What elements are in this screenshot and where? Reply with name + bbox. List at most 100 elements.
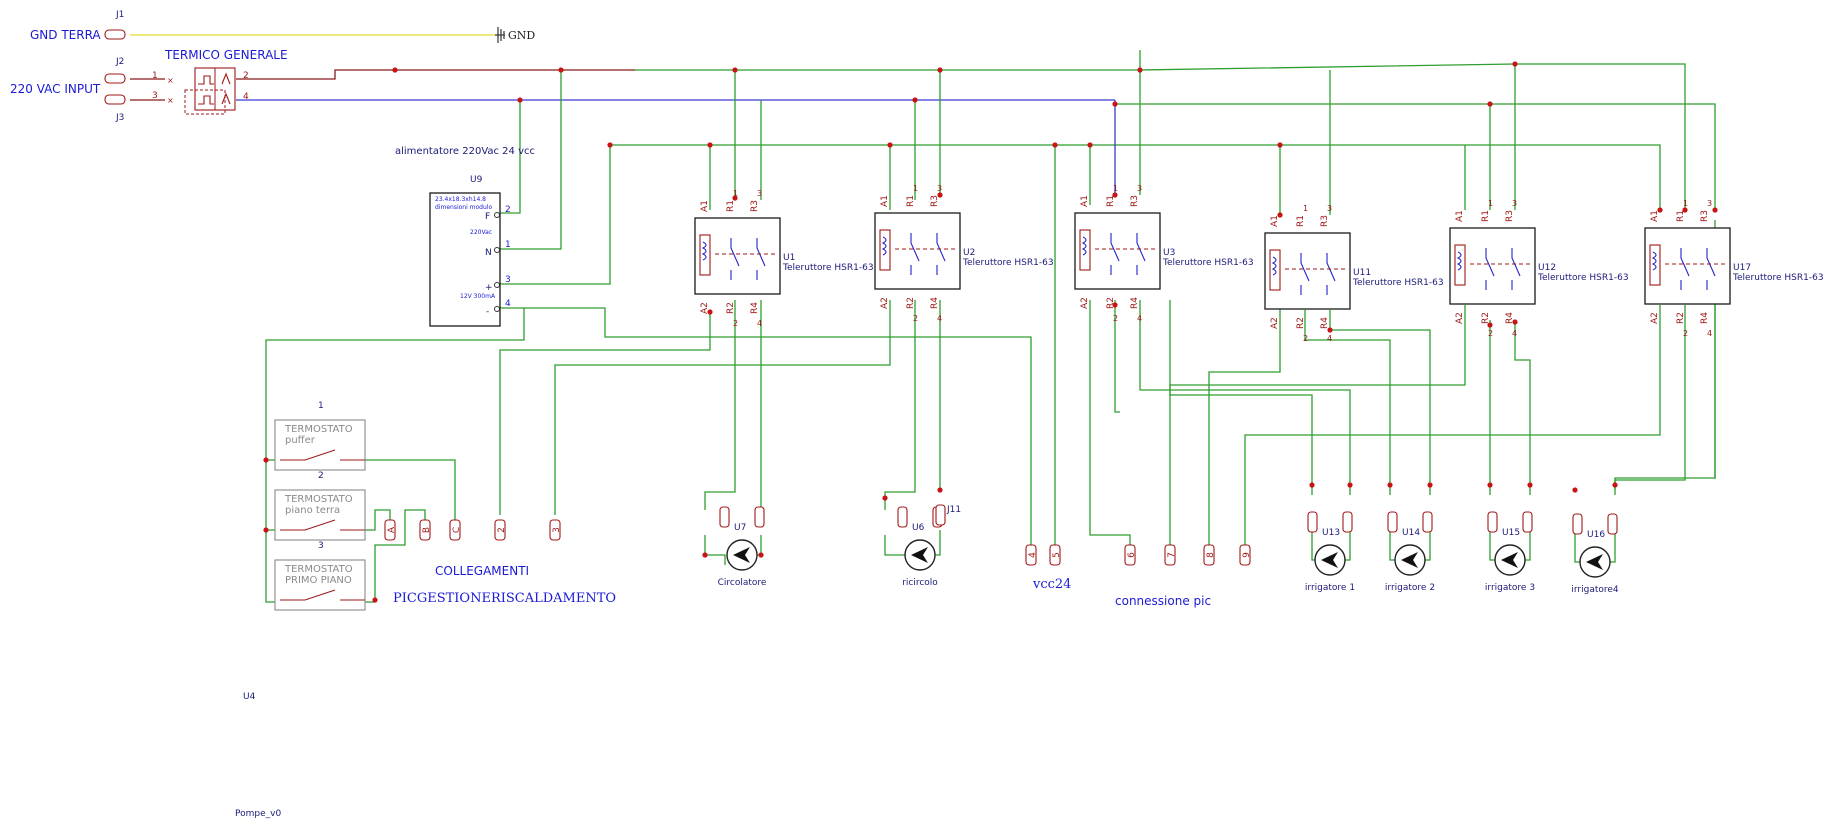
vcc-pin-0[interactable]: 4 (1025, 544, 1038, 566)
psu-pin-num-2: 2 (505, 205, 511, 215)
psu-note-2: dimensioni modulo (435, 204, 492, 211)
relay-pin-num-n1: 1 (1303, 204, 1308, 213)
pump-name: irrigatore 1 (1305, 583, 1355, 593)
relay-pin-a1: A1 (1650, 210, 1660, 222)
pic-pin-2[interactable]: 8 (1203, 544, 1216, 566)
left-connector-pin-1[interactable]: B (419, 519, 432, 541)
relay-pin-r2: R2 (1296, 317, 1306, 329)
pump-terminal[interactable] (1487, 511, 1498, 533)
pin-label: B (422, 527, 432, 533)
main-breaker[interactable]: TERMICO GENERALE × × 2 4 (164, 48, 288, 115)
psu-input-note: 220Vac (470, 229, 492, 236)
relay-pin-r1: R1 (1481, 210, 1491, 222)
pin-label: 7 (1167, 552, 1177, 558)
relay-ref: U17 (1733, 263, 1751, 273)
pump-terminal[interactable] (1307, 511, 1318, 533)
relay-value: Teleruttore HSR1-63 (1162, 258, 1254, 268)
relay-pin-r1: R1 (1106, 195, 1116, 207)
j1-ref: J1 (115, 10, 124, 20)
relay-pin-r1: R1 (1676, 210, 1686, 222)
thermostat-1-line1: TERMOSTATO (284, 424, 353, 435)
pin-label: 8 (1206, 552, 1216, 558)
j3-connector[interactable] (104, 94, 126, 105)
pump-arrow-icon (1501, 552, 1518, 568)
relay-pin-r1: R1 (1296, 215, 1306, 227)
thermostat-3-line2: PRIMO PIANO (285, 575, 352, 586)
j2-connector[interactable] (104, 73, 126, 84)
ground-icon (495, 27, 505, 43)
left-connector-pin-4[interactable]: 3 (549, 519, 562, 541)
relay-pin-num-n2: 2 (1488, 329, 1493, 338)
left-connector-pin-0[interactable]: A (384, 519, 397, 541)
psu-pin-name-minus: - (486, 307, 489, 317)
relay-pin-r4: R4 (1320, 317, 1330, 329)
breaker-pin-2: 2 (243, 71, 249, 81)
relay-pin-num-n4: 4 (1512, 329, 1517, 338)
relay-pin-num-n2: 2 (913, 314, 918, 323)
ac-input-label: 220 VAC INPUT (10, 82, 101, 96)
pump-terminal[interactable] (1422, 511, 1433, 533)
vcc-pin-1[interactable]: 5 (1049, 544, 1062, 566)
j1-connector[interactable] (104, 29, 126, 40)
pump-terminal[interactable] (1342, 511, 1353, 533)
pump-terminal[interactable] (1607, 513, 1618, 535)
pump-terminal[interactable] (754, 506, 765, 528)
relay-pin-a2: A2 (880, 297, 890, 309)
thermostat-primo-piano[interactable]: TERMOSTATO PRIMO PIANO (274, 559, 366, 611)
pump-ref: U15 (1502, 528, 1520, 538)
left-connector-pin-2[interactable]: C (449, 519, 462, 541)
pump-terminal[interactable] (719, 506, 730, 528)
relay-pin-num-n3: 3 (937, 184, 942, 193)
svg-text:×: × (167, 76, 174, 85)
collegamenti-label: COLLEGAMENTI (435, 564, 529, 578)
pic-pin-1[interactable]: 7 (1164, 544, 1177, 566)
pump-terminal[interactable] (1387, 511, 1398, 533)
relay-pin-num-n1: 1 (733, 189, 738, 198)
j11-ref: J11 (946, 505, 961, 515)
pump-arrow-icon (1321, 552, 1338, 568)
relay-pin-r3: R3 (750, 200, 760, 212)
thermostat-piano-terra[interactable]: TERMOSTATO piano terra (274, 489, 366, 541)
pump-ref: U7 (734, 523, 746, 533)
relay-pin-num-n4: 4 (757, 319, 762, 328)
pic-pin-3[interactable]: 9 (1239, 544, 1252, 566)
thermostat-puffer[interactable]: TERMOSTATO puffer (274, 419, 366, 471)
j11-connector[interactable] (935, 504, 946, 526)
thermostat-3-num: 3 (318, 541, 324, 551)
breaker-title: TERMICO GENERALE (164, 48, 288, 62)
connector-pins: A B C 2 3 4 5 6 7 8 9 (384, 519, 1252, 566)
pump-terminal[interactable] (1572, 513, 1583, 535)
thermostat-3-line1: TERMOSTATO (284, 564, 353, 575)
relay-pin-r3: R3 (1700, 210, 1710, 222)
relay-pin-num-n2: 2 (733, 319, 738, 328)
relay-pin-num-n2: 2 (1303, 334, 1308, 343)
relay-pin-num-n4: 4 (1137, 314, 1142, 323)
power-supply-u9[interactable]: alimentatore 220Vac 24 vcc U9 23.4x18.3x… (395, 146, 535, 327)
pump-name: irrigatore 3 (1485, 583, 1535, 593)
relay-pin-r3: R3 (1505, 210, 1515, 222)
picgestione-label: PICGESTIONERISCALDAMENTO (393, 591, 616, 606)
svg-text:×: × (167, 96, 174, 105)
pin-label: 9 (1242, 552, 1252, 558)
pin-label: 5 (1052, 552, 1062, 558)
relay-pin-r4: R4 (930, 297, 940, 309)
pic-pin-0[interactable]: 6 (1124, 544, 1137, 566)
pump-terminal[interactable] (897, 506, 908, 528)
pump-name: irrigatore 2 (1385, 583, 1435, 593)
pump-u15[interactable]: U15 irrigatore 3 (1485, 511, 1535, 593)
relay-pin-r2: R2 (906, 297, 916, 309)
pump-terminal[interactable] (1522, 511, 1533, 533)
left-connector-pin-3[interactable]: 2 (494, 519, 507, 541)
